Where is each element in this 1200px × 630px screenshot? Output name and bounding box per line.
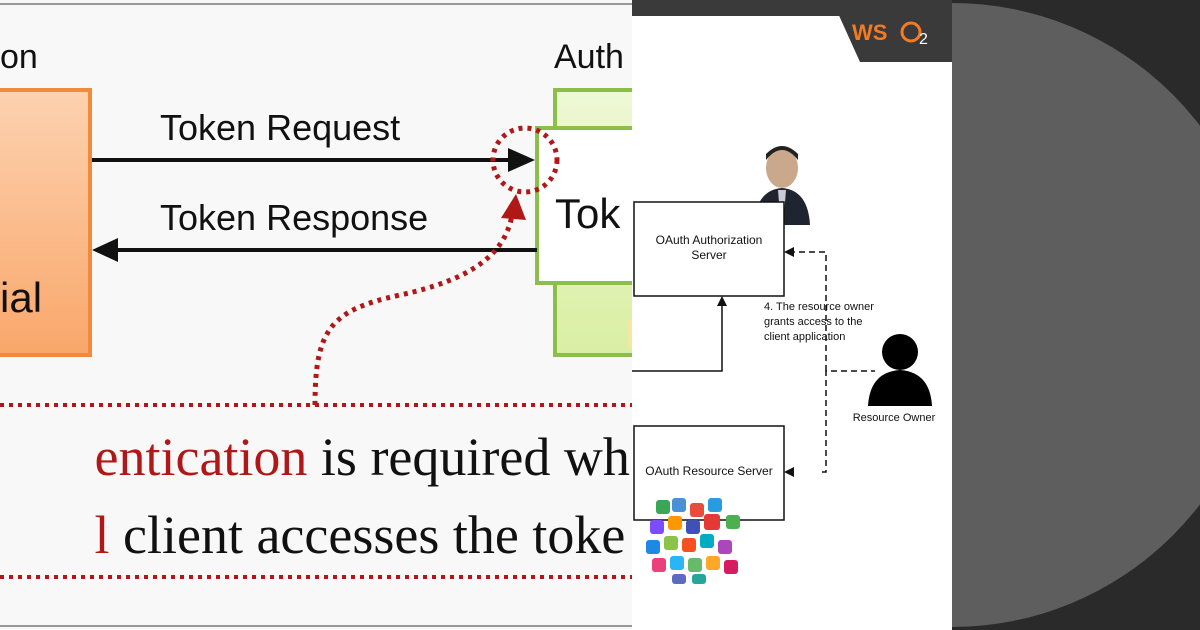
highlight-pointer-curve	[312, 214, 515, 406]
caption-line-2: l client accesses the toke	[0, 505, 632, 565]
auth-server-label-line1: OAuth Authorization	[656, 233, 763, 247]
step4-line2: grants access to the	[764, 316, 862, 328]
dark-slide-panel	[952, 0, 1200, 630]
step4-line3: client application	[764, 331, 845, 343]
wso2-logo-subscript: 2	[919, 31, 928, 48]
token-flow-diagram: on Auth ial Tok Token Request Token Resp…	[0, 3, 632, 627]
token-response-arrowhead	[92, 238, 118, 262]
client-title: on	[0, 38, 38, 76]
caption-line-1: entication is required wh	[0, 427, 632, 487]
grey-circle-shape	[952, 3, 1200, 627]
oauth-flow-diagram: WS 2 OAuth Authorization Server 4. The r…	[632, 0, 952, 584]
owner-to-resource-dashed	[822, 370, 875, 473]
dark-slide-background	[952, 0, 1200, 630]
app-icons-cluster	[646, 498, 740, 584]
client-to-auth-arrow	[632, 304, 723, 372]
auth-server-box	[633, 201, 785, 297]
wso2-logo-o	[900, 21, 922, 43]
client-box	[0, 88, 92, 357]
wso2-logo-text: WS	[852, 20, 887, 45]
token-request-arrowhead	[508, 148, 535, 172]
resource-owner-label: Resource Owner	[853, 412, 936, 424]
token-response-label: Token Response	[160, 197, 428, 238]
client-box-label: ial	[0, 274, 42, 321]
wso2-logo: WS 2	[852, 20, 928, 48]
auth-server-label-line2: Server	[691, 248, 726, 262]
step4-line1: 4. The resource owner	[764, 301, 874, 313]
token-request-label: Token Request	[160, 107, 400, 148]
caption-text-1: is required wh	[307, 427, 629, 487]
highlight-circle	[490, 125, 560, 195]
resource-owner-icon	[868, 334, 932, 406]
resource-server-label: OAuth Resource Server	[645, 464, 772, 478]
token-endpoint-label: Tok	[555, 190, 621, 237]
oauth-flow-panel: WS 2 OAuth Authorization Server 4. The r…	[632, 0, 952, 630]
caption-text-2: client accesses the toke	[110, 505, 626, 565]
auth-server-tab	[628, 318, 632, 348]
caption-highlight-2: l	[95, 505, 110, 565]
logo-tab	[832, 0, 952, 62]
caption-highlight-1: entication	[95, 427, 308, 487]
token-endpoint-box	[535, 126, 632, 285]
owner-to-auth-dashed	[788, 251, 827, 371]
auth-server-title: Auth	[554, 38, 624, 76]
highlight-pointer-arrowhead	[501, 194, 526, 220]
token-flow-panel: on Auth ial Tok Token Request Token Resp…	[0, 3, 632, 627]
